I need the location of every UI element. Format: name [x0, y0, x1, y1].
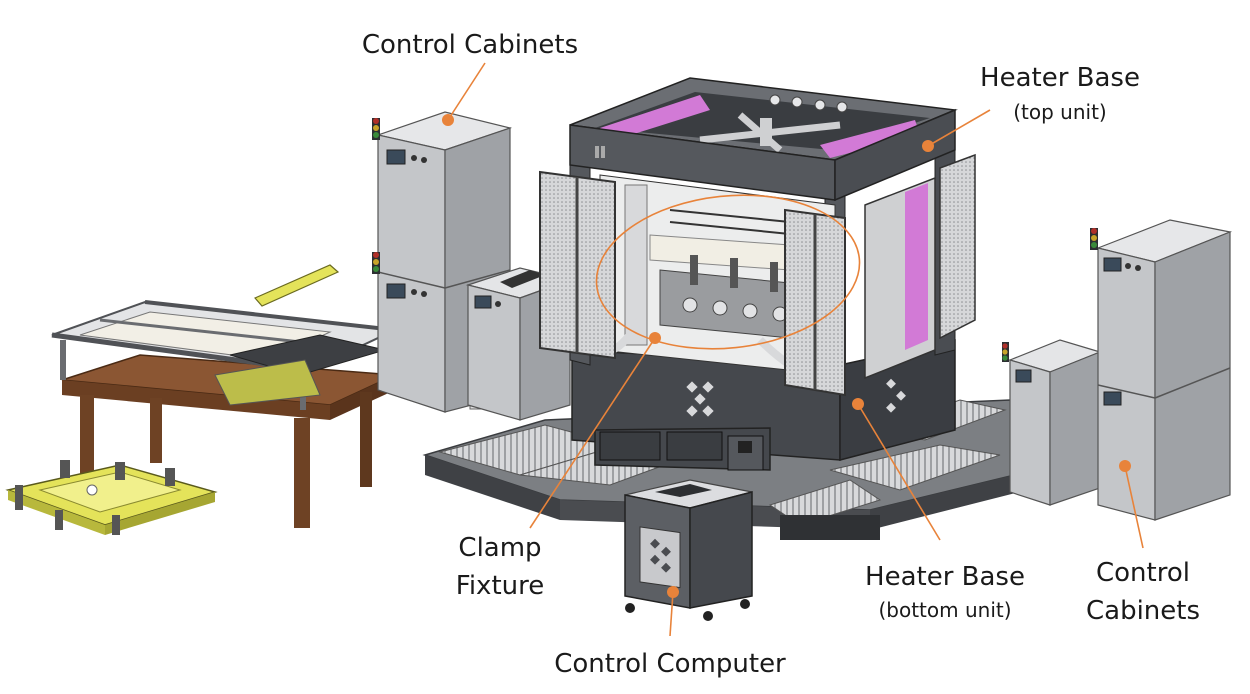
label-control-cabinets-top: Control Cabinets	[361, 30, 579, 60]
callout-leaders	[447, 62, 1144, 637]
control-computer-cart	[594, 427, 771, 621]
yellow-floor-fixture	[5, 460, 218, 535]
fixture-frame-on-table	[51, 300, 399, 410]
right-cabinet-stack	[1090, 219, 1233, 521]
label-heater-base-bottom-sub: (bottom unit)	[878, 598, 1012, 622]
label-heater-base-top: Heater Base	[980, 63, 1140, 93]
label-heater-base-top-sub: (top unit)	[1013, 100, 1107, 124]
label-clamp-fixture-line1: Clamp	[458, 533, 542, 563]
label-control-cabinets-right-line1: Control	[1096, 558, 1190, 588]
label-clamp-fixture-line2: Fixture	[455, 571, 545, 601]
right-small-cabinet	[1002, 339, 1102, 506]
left-cabinet-stack	[372, 111, 513, 413]
main-press-machine	[539, 77, 976, 461]
label-heater-base-bottom: Heater Base	[865, 562, 1025, 592]
yellow-lift-arm	[254, 264, 340, 307]
callout-markers	[442, 114, 1131, 598]
label-control-cabinets-right-line2: Cabinets	[1085, 596, 1201, 626]
label-control-computer: Control Computer	[554, 649, 786, 679]
